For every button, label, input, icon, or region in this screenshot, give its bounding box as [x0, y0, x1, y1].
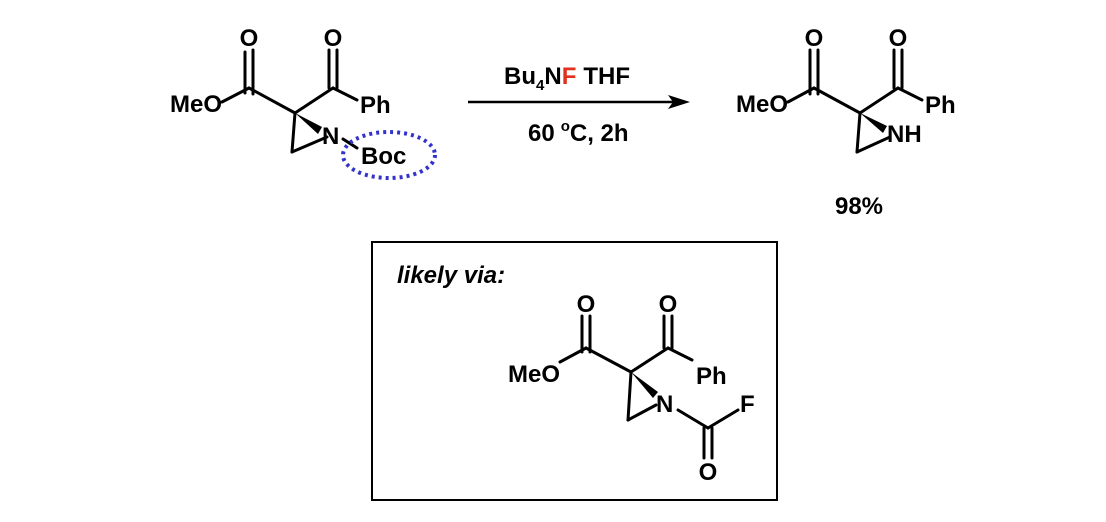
reactant-bond-ester-quat: [247, 86, 297, 115]
reagent-subscript: 4: [536, 77, 545, 94]
intermediate-bond-ring-ch2-n: [626, 403, 658, 422]
intermediate-fluorine-label: F: [740, 391, 755, 418]
reagent-fluorine: F: [562, 63, 577, 90]
reactant-oxygen-ester: O: [240, 25, 259, 52]
product-wedge-bond: [860, 113, 887, 133]
intermediate-nitrogen-label: N: [656, 391, 673, 418]
intermediate-oxygen-ester: O: [577, 291, 596, 318]
product-bond-ring-ch2-n: [855, 135, 892, 154]
product-bond-ketone-quat: [858, 86, 900, 115]
intermediate-methoxy-label: MeO: [508, 361, 560, 388]
reactant-wedge-bond: [295, 113, 322, 134]
reactant-bond-ring-ch2: [290, 111, 297, 154]
intermediate-bond-carbonyl-f: [706, 408, 740, 430]
product-amine-label: NH: [887, 121, 922, 148]
product-phenyl-label: Ph: [925, 92, 956, 119]
reactant-bond-ketone-ph: [331, 86, 359, 102]
solvent-label: THF: [583, 63, 630, 90]
intermediate-box-title: likely via:: [397, 262, 505, 289]
reactant-boc-label: Boc: [361, 143, 406, 170]
boc-highlight-circle: [341, 130, 437, 180]
intermediate-oxygen-ketone: O: [659, 291, 678, 318]
product-molecule: O O MeO Ph NH 98%: [736, 25, 956, 220]
product-oxygen-ester: O: [805, 25, 824, 52]
product-oxygen-ketone: O: [889, 25, 908, 52]
intermediate-oxygen-carbonyl: O: [699, 459, 718, 486]
product-bond-ester-ome: [786, 86, 816, 104]
reactant-nitrogen-label: N: [322, 123, 339, 150]
reactant-bond-ester-ome: [220, 86, 251, 104]
intermediate-phenyl-label: Ph: [696, 363, 727, 390]
reactant-oxygen-ketone: O: [324, 25, 343, 52]
product-methoxy-label: MeO: [736, 91, 788, 118]
intermediate-box-border: [371, 241, 778, 501]
intermediate-bond-ester-quat: [584, 346, 633, 374]
product-bond-ketone-ph: [896, 86, 924, 102]
intermediate-wedge-bond: [631, 372, 658, 398]
intermediate-bond-ketone-ph: [666, 346, 694, 362]
product-bond-ester-quat: [812, 86, 862, 115]
reactant-methoxy-label: MeO: [170, 91, 222, 118]
reactant-bond-ketone-quat: [293, 86, 335, 115]
product-yield: 98%: [835, 193, 883, 220]
reagent-n: N: [544, 63, 561, 90]
reactant-molecule: O O MeO Ph N Boc: [170, 25, 437, 180]
intermediate-bond-n-carbonyl: [676, 408, 710, 430]
reagent-bu: Bu: [504, 63, 536, 90]
reactant-bond-n-boc: [341, 137, 359, 150]
reaction-arrow-head: [668, 95, 690, 109]
intermediate-bond-ketone-quat: [629, 346, 670, 374]
intermediate-bond-ester-ome: [558, 346, 588, 364]
intermediate-box: likely via: O O MeO Ph N F O: [371, 241, 778, 501]
intermediate-bond-ring-ch2: [626, 370, 633, 422]
reactant-phenyl-label: Ph: [360, 92, 391, 119]
product-bond-ring-ch2: [855, 111, 862, 154]
reactant-bond-ring-ch2-n: [290, 135, 329, 154]
